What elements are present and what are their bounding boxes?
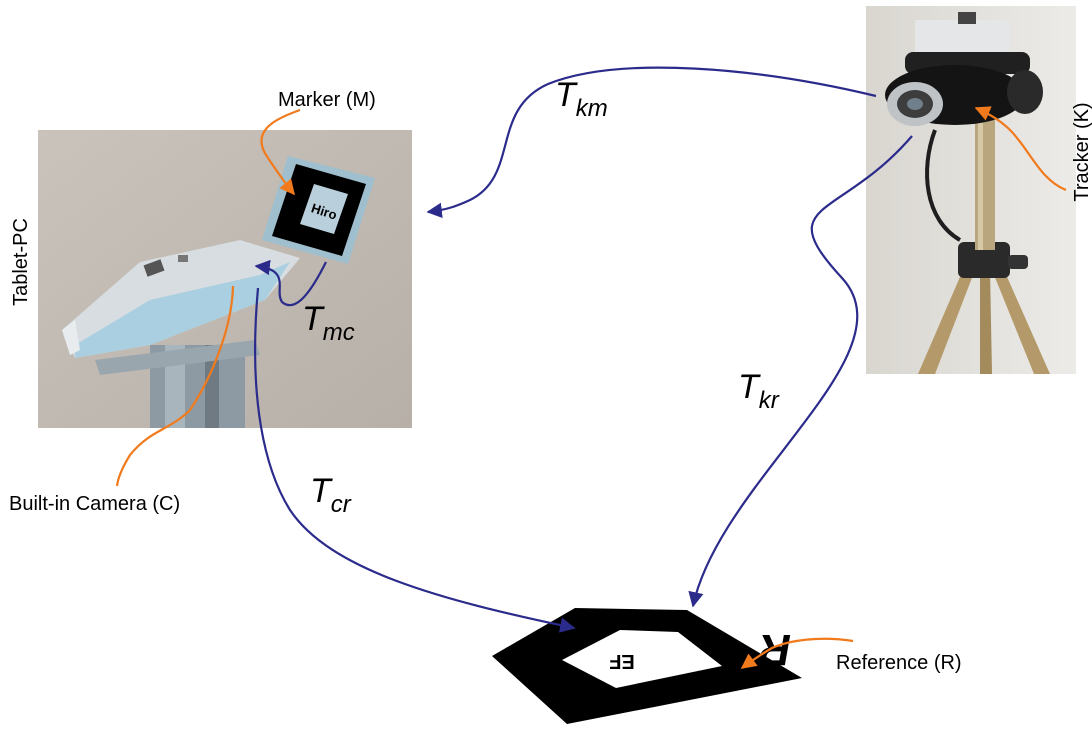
arrow-t-kr <box>688 135 913 608</box>
pointer-tracker <box>974 106 1067 192</box>
reference-r-letter: R <box>755 625 795 674</box>
label-t-mc: Tmc <box>302 300 355 346</box>
label-tablet-pc: Tablet-PC <box>10 218 32 306</box>
reference-ef-letters: EF <box>609 650 635 672</box>
pointer-reference <box>740 637 854 669</box>
label-marker: Marker (M) <box>278 89 376 111</box>
arrow-t-mc <box>254 259 327 307</box>
label-t-km: Tkm <box>555 76 608 122</box>
tracker-photo <box>866 6 1076 374</box>
arrow-t-km <box>426 66 877 219</box>
tablet-photo: Hiro <box>38 130 412 428</box>
label-built-in-camera: Built-in Camera (C) <box>9 493 180 515</box>
label-t-kr: Tkr <box>738 368 780 414</box>
pointer-camera <box>115 285 235 487</box>
pointer-marker <box>260 108 301 196</box>
label-reference: Reference (R) <box>836 652 962 674</box>
label-tracker: Tracker (K) <box>1071 102 1092 201</box>
label-t-cr: Tcr <box>310 472 352 518</box>
arrow-t-cr <box>253 287 576 633</box>
reference-marker: R EF <box>492 608 802 724</box>
